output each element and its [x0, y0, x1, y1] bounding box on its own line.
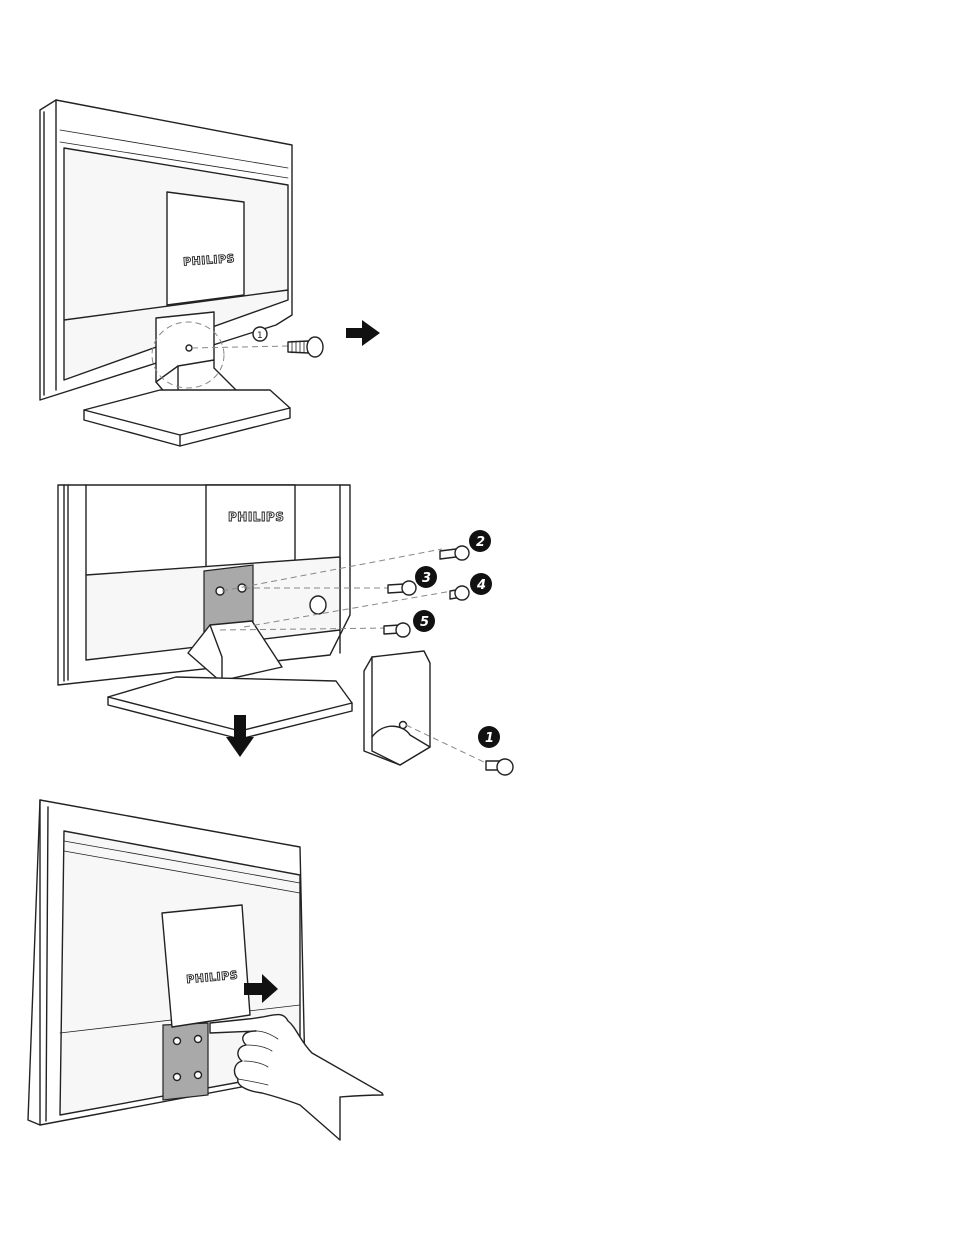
sliding-cover — [162, 905, 250, 1027]
screw-icon — [440, 546, 469, 560]
step-5-badge: 5 — [413, 610, 435, 632]
step-2-badge: 2 — [469, 530, 491, 552]
svg-text:2: 2 — [476, 535, 485, 550]
stand-marker: 1 — [257, 331, 263, 341]
svg-text:4: 4 — [476, 578, 486, 593]
brand-logo: PHILIPS — [228, 510, 284, 524]
screw-icon — [388, 581, 416, 595]
svg-text:1: 1 — [485, 731, 494, 746]
svg-text:3: 3 — [422, 571, 431, 586]
screw-icon — [450, 586, 469, 600]
figure-2-remove-bracket-screws: PHILIPS 2 3 4 5 — [0, 485, 530, 785]
step-4-badge: 4 — [470, 573, 492, 595]
step-1-badge: 1 — [478, 726, 500, 748]
screw-icon — [486, 759, 513, 775]
neck-cover — [364, 651, 430, 765]
arrow-right-icon — [346, 320, 380, 346]
figure-3-slide-off-cover: PHILIPS — [0, 795, 400, 1140]
svg-text:5: 5 — [420, 615, 429, 630]
vesa-bracket-plate — [163, 1023, 208, 1100]
step-3-badge: 3 — [415, 566, 437, 588]
figure-1-remove-stand-screw: PHILIPS 1 — [0, 90, 400, 460]
screw-icon — [288, 337, 323, 357]
screw-icon — [384, 623, 410, 637]
